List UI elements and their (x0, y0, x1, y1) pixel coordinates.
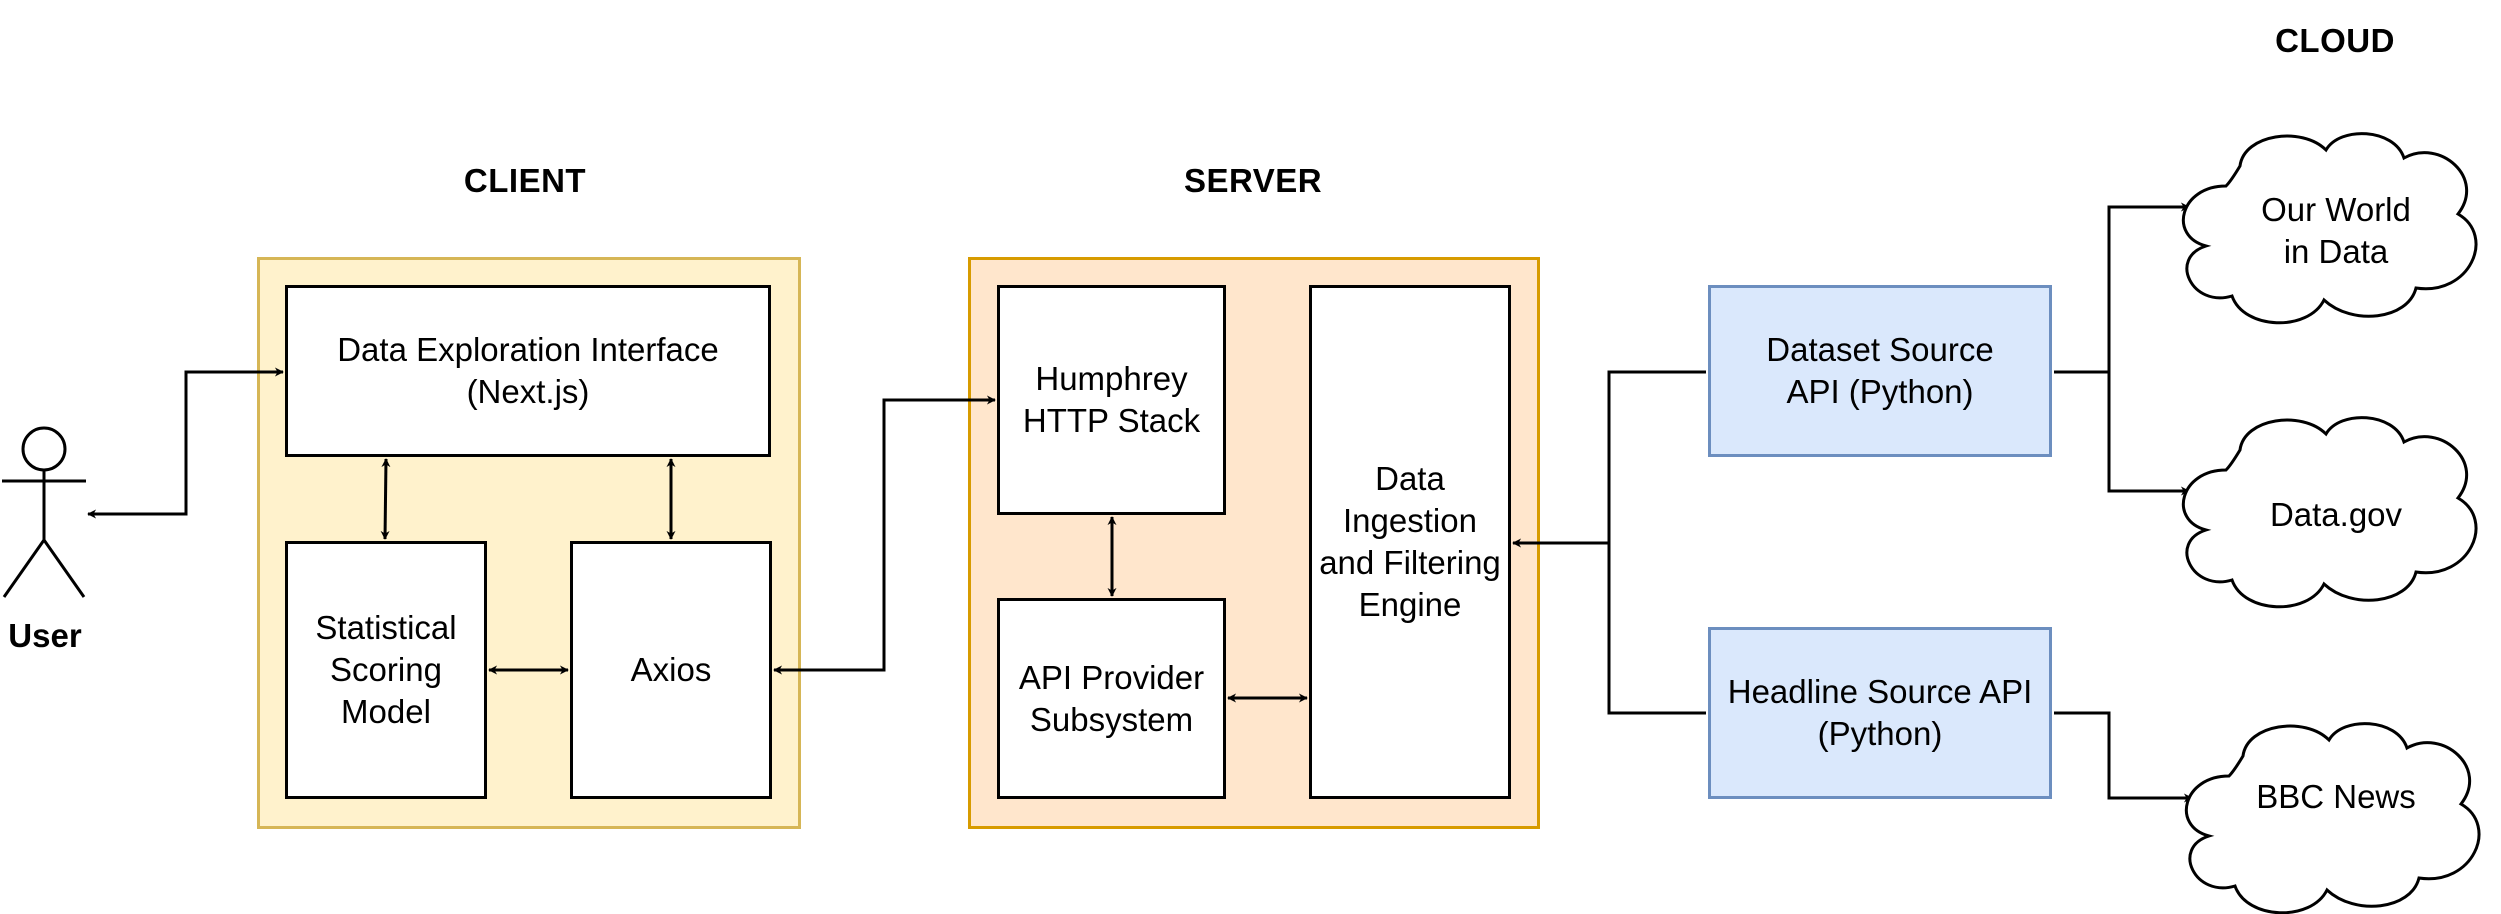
headline-source-api-box: Headline Source API (Python) (1708, 627, 2052, 799)
data-exploration-interface-box: Data Exploration Interface (Next.js) (285, 285, 771, 457)
interface-scoring-connector (380, 458, 391, 540)
data-ingestion-engine-box: Data Ingestion and Filtering Engine (1309, 285, 1511, 799)
server-section-title: SERVER (1183, 162, 1323, 199)
bbc-news-cloud-icon (2184, 722, 2481, 914)
dataset-api-datagov-connector (2107, 372, 2190, 496)
data-gov-cloud-icon (2181, 416, 2478, 609)
dataset-api-owid-connector (2054, 202, 2190, 374)
dataset-api-engine-connector (1512, 370, 1706, 548)
data-gov-label: Data.gov (2269, 496, 2403, 534)
user-interface-connector (87, 367, 284, 519)
statistical-scoring-model-box: Statistical Scoring Model (285, 541, 487, 799)
axios-box: Axios (570, 541, 772, 799)
client-section-title: CLIENT (463, 162, 587, 199)
axios-http-connector (773, 395, 996, 675)
our-world-in-data-label: Our World in Data (2261, 191, 2411, 270)
api-provider-subsystem-box: API Provider Subsystem (997, 598, 1226, 799)
dataset-source-api-box: Dataset Source API (Python) (1708, 285, 2052, 457)
user-label: User (8, 617, 82, 654)
headline-api-engine-connector (1607, 543, 1706, 715)
headline-api-bbc-connector (2054, 711, 2193, 803)
cloud-section-title: CLOUD (2275, 22, 2395, 59)
bbc-news-label: BBC News (2256, 778, 2416, 816)
humphrey-http-stack-box: Humphrey HTTP Stack (997, 285, 1226, 515)
our-world-in-data-cloud-icon (2181, 132, 2478, 325)
user-actor-icon (2, 426, 86, 598)
